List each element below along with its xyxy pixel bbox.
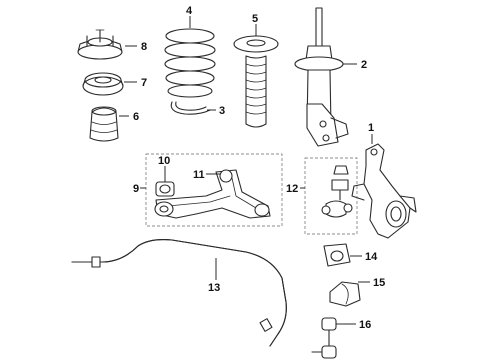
part-strut: [294, 7, 349, 147]
part-stabilizer-bar: [71, 239, 287, 347]
leader-lines: [119, 16, 373, 325]
part-bar-bushing: [323, 243, 351, 267]
callout-14: 14: [365, 251, 378, 263]
callout-16: 16: [359, 319, 371, 331]
callout-8: 8: [141, 41, 147, 53]
callout-15: 15: [373, 277, 385, 289]
group-box-9: [145, 153, 283, 227]
callout-12: 12: [286, 183, 298, 195]
part-spring-seat: [170, 101, 211, 115]
callout-13: 13: [208, 282, 220, 294]
callout-10: 10: [158, 155, 170, 167]
part-stab-link: [311, 317, 347, 359]
callout-9: 9: [133, 183, 139, 195]
callout-4: 4: [186, 5, 193, 17]
part-ball-joint: [321, 165, 353, 218]
part-bump-stop: [89, 106, 119, 142]
callout-6: 6: [133, 111, 139, 123]
callout-1: 1: [368, 122, 374, 134]
part-bearing: [82, 72, 124, 96]
callout-11: 11: [193, 169, 205, 181]
callout-3: 3: [219, 105, 225, 117]
part-strut-mount: [77, 29, 123, 60]
callout-2: 2: [361, 59, 367, 71]
callout-labels: 8 7 6 4 3 5 2 1 10 11 9 12 13 14 15 16: [133, 5, 385, 331]
group-box-12: [304, 157, 358, 235]
callout-5: 5: [252, 13, 258, 25]
part-bracket: [329, 281, 361, 307]
callout-7: 7: [141, 77, 147, 89]
part-bushing-10: [155, 181, 175, 197]
part-knuckle: [351, 143, 417, 239]
part-coil-spring: [164, 28, 216, 98]
part-lower-arm: [154, 169, 271, 219]
part-dust-boot: [233, 35, 279, 128]
